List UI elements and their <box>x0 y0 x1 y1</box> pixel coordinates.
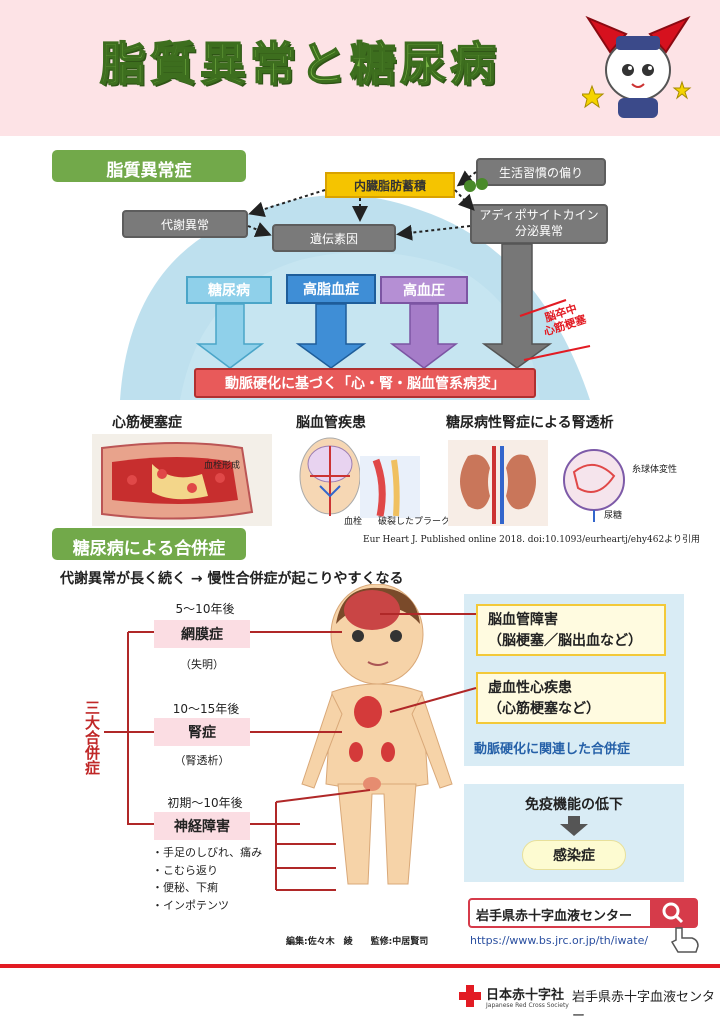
caption-nephro: 糖尿病性腎症による腎透析 <box>446 415 614 431</box>
cerebro-line2: （脳梗塞／脳出血など） <box>488 633 642 649</box>
jrc-en: Japanese Red Cross Society <box>486 1002 569 1009</box>
label-glomerular: 糸球体変性 <box>632 465 678 475</box>
section-tag-dyslipidemia: 脂質異常症 <box>52 150 246 182</box>
retinopathy-years: 5～10年後 <box>175 602 235 616</box>
metabolic-box: 代謝異常 <box>122 210 248 238</box>
ischemic-complication-box: 虚血性心疾患 （心筋梗塞など） <box>476 672 666 724</box>
flow-big-arrows <box>195 243 591 369</box>
down-arrow-icon <box>560 816 588 836</box>
retinopathy-sub: （失明） <box>180 658 224 671</box>
neuro-symptom: ・手足のしびれ、痛み <box>152 846 263 859</box>
infection-pill: 感染症 <box>522 840 626 870</box>
immune-text: 免疫機能の低下 <box>525 797 623 813</box>
label-thrombus-formation: 血栓形成 <box>204 461 241 471</box>
credits: 編集:佐々木 綾 監修:中居賢司 <box>286 937 429 947</box>
label-ruptured-plaque: 破裂したプラーク <box>378 517 451 527</box>
red-cross-icon <box>459 985 481 1007</box>
label-thrombus: 血栓 <box>344 517 363 527</box>
retinopathy-box: 網膜症 <box>154 620 250 648</box>
flow-dotted-arrows <box>247 170 488 241</box>
search-label: 岩手県赤十字血液センター <box>476 909 633 924</box>
search-box[interactable]: 岩手県赤十字血液センター <box>468 898 698 928</box>
ischemic-line2: （心筋梗塞など） <box>488 701 600 717</box>
artery-caption: 動脈硬化に関連した合併症 <box>474 742 631 757</box>
disease-hypertension: 高血圧 <box>380 276 468 304</box>
caption-mi: 心筋梗塞症 <box>112 415 182 431</box>
citation: Eur Heart J. Published online 2018. doi:… <box>363 535 700 545</box>
neuro-symptom: ・便秘、下痢 <box>152 881 218 895</box>
lifestyle-box: 生活習慣の偏り <box>476 158 606 186</box>
page-title: 脂質異常と糖尿病 <box>99 36 500 92</box>
neuro-symptoms-list: ・手足のしびれ、痛み ・こむら返り ・便秘、下痢 ・インポテンツ <box>152 844 262 914</box>
nephropathy-box: 腎症 <box>154 718 250 746</box>
section2-lead: 代謝異常が長く続く → 慢性合併症が起こりやすくなる <box>60 571 404 587</box>
adipocytokine-box: アディポサイトカイン 分泌異常 <box>470 204 608 244</box>
visceral-fat-box: 内臓脂肪蓄積 <box>325 172 455 198</box>
neuro-symptom: ・インポテンツ <box>152 898 229 912</box>
label-urine-sugar: 尿糖 <box>604 511 623 521</box>
cerebro-complication-box: 脳血管障害 （脳梗塞／脳出血など） <box>476 604 666 656</box>
footer-center-name: 岩手県赤十字血液センター <box>572 990 716 1024</box>
nephropathy-sub: （腎透析） <box>174 754 230 767</box>
connector-lines <box>104 613 477 891</box>
nephropathy-years: 10～15年後 <box>172 702 240 716</box>
atherosclerosis-bar: 動脈硬化に基づく「心・腎・脳血管系病変」 <box>194 368 536 398</box>
disease-hyperlipidemia: 高脂血症 <box>286 274 376 304</box>
neuropathy-box: 神経障害 <box>154 812 250 840</box>
search-icon <box>662 902 684 924</box>
body-figure-image <box>301 584 453 885</box>
neuro-symptom: ・こむら返り <box>152 863 218 877</box>
cerebro-line1: 脳血管障害 <box>488 612 558 628</box>
jrc-name: 日本赤十字社 <box>486 988 565 1003</box>
caption-cerebro: 脳血管疾患 <box>296 415 366 431</box>
hand-pointer-icon <box>670 927 699 953</box>
ischemic-line1: 虚血性心疾患 <box>488 680 572 696</box>
section-tag-complications: 糖尿病による合併症 <box>52 528 246 560</box>
brain-vessel-image <box>299 437 420 518</box>
neuropathy-years: 初期～10年後 <box>167 796 243 810</box>
three-major-label: 三大合併症 <box>83 700 101 775</box>
mascot-image <box>582 15 692 118</box>
footer-line <box>0 964 720 968</box>
search-button[interactable] <box>650 900 696 926</box>
disease-diabetes: 糖尿病 <box>186 276 272 304</box>
artery-thrombus-image <box>92 434 272 526</box>
genetic-box: 遺伝素因 <box>272 224 396 252</box>
kidney-image <box>448 440 625 526</box>
center-url-link[interactable]: https://www.bs.jrc.or.jp/th/iwate/ <box>470 934 649 947</box>
